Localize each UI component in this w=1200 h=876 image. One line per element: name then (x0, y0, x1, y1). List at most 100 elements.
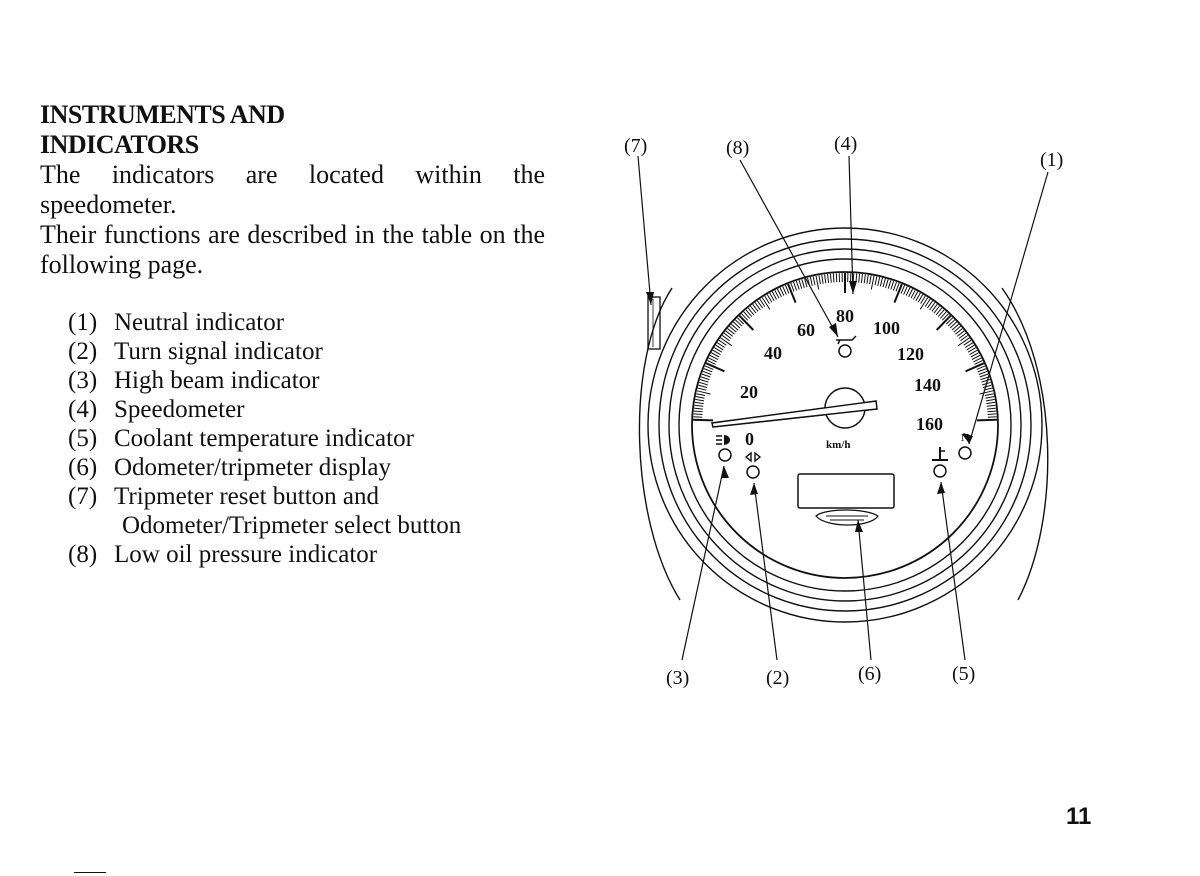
turn-signal-indicator-lamp (746, 465, 760, 479)
bezel-ring-3 (668, 248, 1022, 602)
intro-paragraph-2: Their functions are described in the tab… (40, 220, 545, 279)
scale-tick (812, 276, 816, 286)
legend-label: Neutral indicator (114, 309, 285, 336)
scale-tick (827, 273, 830, 283)
scale-tick (869, 275, 872, 285)
legend-label: Tripmeter reset button and (114, 483, 380, 510)
scale-label-120: 120 (897, 344, 924, 364)
legend-number: (6) (68, 454, 98, 481)
scale-tick (705, 362, 725, 373)
scale-tick (734, 319, 743, 327)
scale-tick (890, 280, 895, 290)
scale-tick (903, 286, 908, 295)
scale-tick (766, 294, 773, 303)
scale-tick (960, 334, 969, 342)
heading-line-2: INDICATORS (40, 130, 199, 159)
scale-tick (926, 300, 934, 309)
odometer-display (797, 473, 895, 509)
scale-tick (712, 349, 721, 356)
scale-tick (832, 273, 835, 283)
scale-tick (730, 323, 739, 331)
legend-number: (5) (68, 425, 98, 452)
scale-tick (715, 344, 724, 351)
scale-tick (759, 298, 766, 307)
scale-tick (964, 342, 974, 348)
legend-label: Speedometer (114, 396, 245, 423)
scale-tick (979, 373, 989, 378)
legend-number: (7) (68, 483, 98, 510)
scale-tick (919, 297, 929, 310)
section-heading: INSTRUMENTS AND INDICATORS (40, 100, 285, 160)
scale-tick (824, 274, 827, 284)
scale-tick (951, 323, 960, 331)
scale-tick (716, 342, 726, 348)
callout-8: (8) (726, 137, 749, 159)
legend-label: Odometer/tripmeter display (114, 454, 392, 481)
bezel-ring-2 (658, 238, 1032, 612)
scale-tick (697, 387, 707, 391)
scale-tick (723, 332, 732, 339)
scale-tick (693, 413, 703, 415)
scale-tick (985, 396, 995, 399)
oil-pressure-indicator-lamp (838, 344, 852, 358)
scale-tick (696, 390, 711, 395)
scale-tick (818, 275, 821, 285)
scale-tick (698, 381, 708, 386)
scale-tick (858, 273, 861, 283)
scale-tick (750, 305, 757, 314)
intro-paragraph-1: The indicators are located within the sp… (40, 160, 545, 219)
scale-tick (981, 379, 991, 383)
scale-tick (782, 286, 787, 295)
scale-tick (870, 275, 875, 290)
scale-tick (900, 285, 906, 294)
scale-tick (985, 398, 995, 402)
scale-tick (924, 298, 931, 307)
scale-tick (987, 410, 997, 413)
scale-tick (829, 273, 832, 283)
scale-tick (955, 328, 963, 335)
scale-tick (986, 401, 996, 405)
scale-tick (795, 280, 800, 290)
scale-tick (821, 274, 824, 284)
coolant-temperature-indicator-lamp (933, 464, 947, 478)
scale-tick (935, 307, 943, 316)
scale-tick (874, 276, 878, 286)
turn-signal-icon (744, 451, 762, 463)
callout-7: (7) (624, 135, 647, 157)
scale-tick (987, 413, 997, 415)
legend-number: (1) (68, 309, 98, 336)
scale-tick (965, 362, 985, 373)
scale-tick (953, 325, 961, 333)
legend-label: Turn signal indicator (114, 338, 323, 365)
scale-tick (958, 332, 967, 339)
scale-tick (694, 401, 704, 405)
legend-label: Low oil pressure indicator (114, 541, 378, 568)
callout-leaders (637, 155, 1049, 661)
scale-label-0: 0 (745, 429, 754, 449)
scale-tick (695, 396, 705, 399)
scale-tick (860, 273, 863, 283)
scale-tick (771, 291, 777, 300)
scale-tick (937, 309, 945, 317)
scale-tick (745, 309, 753, 317)
scale-tick (970, 352, 979, 358)
scale-tick (779, 287, 785, 296)
scale-tick (713, 347, 723, 353)
scale-tick (695, 398, 705, 402)
legend-number: (4) (68, 396, 98, 423)
scale-tick (895, 282, 900, 292)
callout-1: (1) (1040, 149, 1063, 171)
scale-tick (702, 370, 712, 375)
scale-tick (711, 352, 720, 358)
scale-tick (987, 407, 997, 410)
legend-label: Coolant temperature indicator (114, 425, 414, 452)
scale-tick (835, 273, 838, 283)
scale-tick (984, 393, 994, 396)
callout-2: (2) (766, 667, 789, 689)
scale-tick (905, 287, 911, 296)
scale-tick (855, 273, 858, 283)
scale-tick (743, 311, 751, 319)
brand-emblem (815, 509, 879, 526)
scale-tick (693, 416, 703, 418)
scale-tick (801, 279, 805, 289)
